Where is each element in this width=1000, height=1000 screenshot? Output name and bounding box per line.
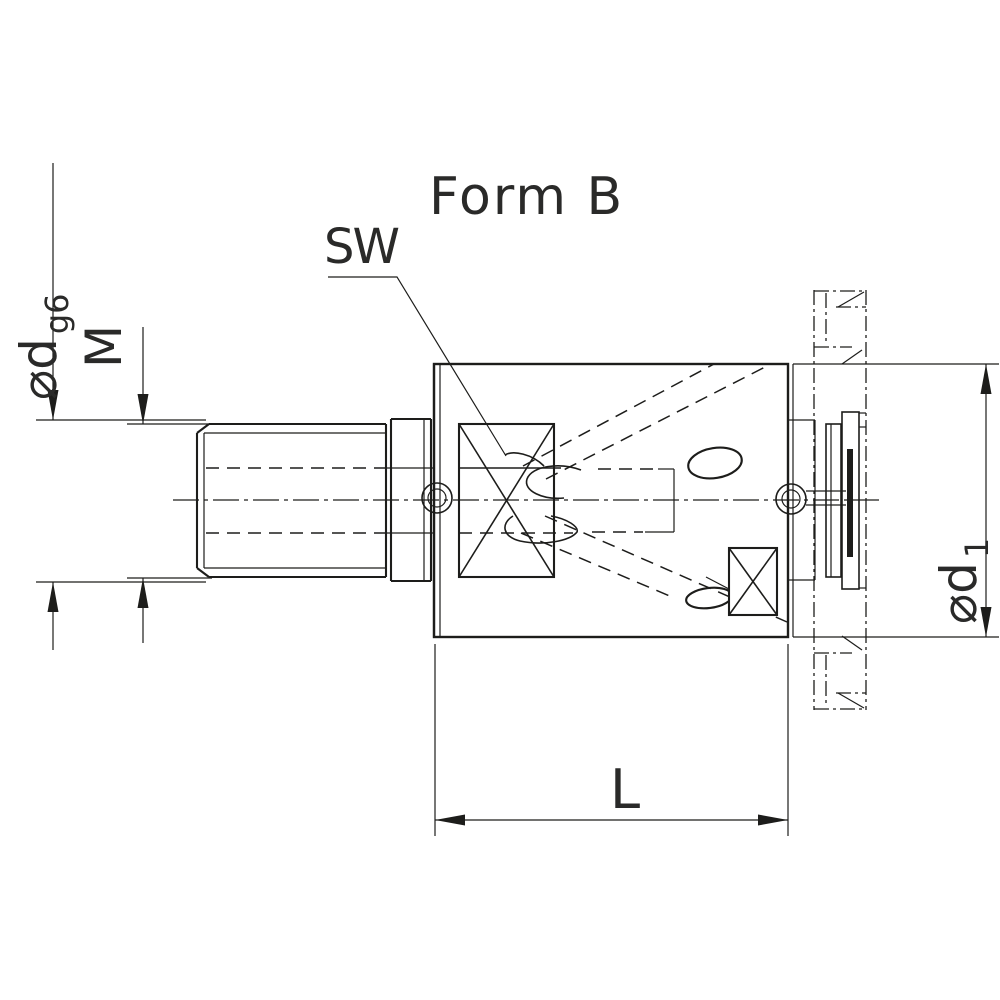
arrowhead xyxy=(137,394,149,424)
upper-hole-ellipse xyxy=(687,446,743,480)
arrowhead xyxy=(758,814,788,826)
ball-detent-left xyxy=(421,482,453,514)
spindle-flange-phantom xyxy=(813,290,867,710)
flange-solid-parts xyxy=(789,411,866,590)
drawing-title: Form B xyxy=(429,167,624,227)
arrowhead xyxy=(47,390,59,420)
arrowhead xyxy=(980,364,992,394)
clamp-plate-b xyxy=(841,411,860,590)
arrowhead xyxy=(980,607,992,637)
dim-thread: M xyxy=(75,325,212,643)
sw-leader: SW xyxy=(324,219,507,457)
dim-shank-diameter: ⌀dg6 xyxy=(10,163,206,650)
cross-holes xyxy=(685,446,779,617)
cone-arc-mid xyxy=(525,465,582,500)
dim-length: L xyxy=(434,644,789,836)
clamp-plate-a xyxy=(825,423,842,578)
thread-label: M xyxy=(75,325,133,368)
flange-diameter-label: ⌀d1 xyxy=(930,538,996,624)
ball-detent-right xyxy=(775,483,846,515)
sw-socket xyxy=(457,422,582,579)
arrowhead xyxy=(137,578,149,608)
clamp-bar xyxy=(847,449,853,557)
lower-hole-ellipse xyxy=(685,586,733,610)
arrowhead xyxy=(47,582,59,612)
wrench-size-label: SW xyxy=(324,219,398,275)
length-label: L xyxy=(610,758,640,821)
hidden-pocket xyxy=(592,468,675,533)
threaded-shank xyxy=(195,419,393,581)
cone-arc-bottom xyxy=(504,515,578,544)
shank-diameter-label: ⌀dg6 xyxy=(10,293,76,400)
arrowhead xyxy=(435,814,465,826)
cone-arc-top xyxy=(504,452,545,467)
collar xyxy=(386,417,433,583)
main-body xyxy=(432,362,794,639)
dim-flange-diameter: ⌀d1 xyxy=(793,363,999,638)
